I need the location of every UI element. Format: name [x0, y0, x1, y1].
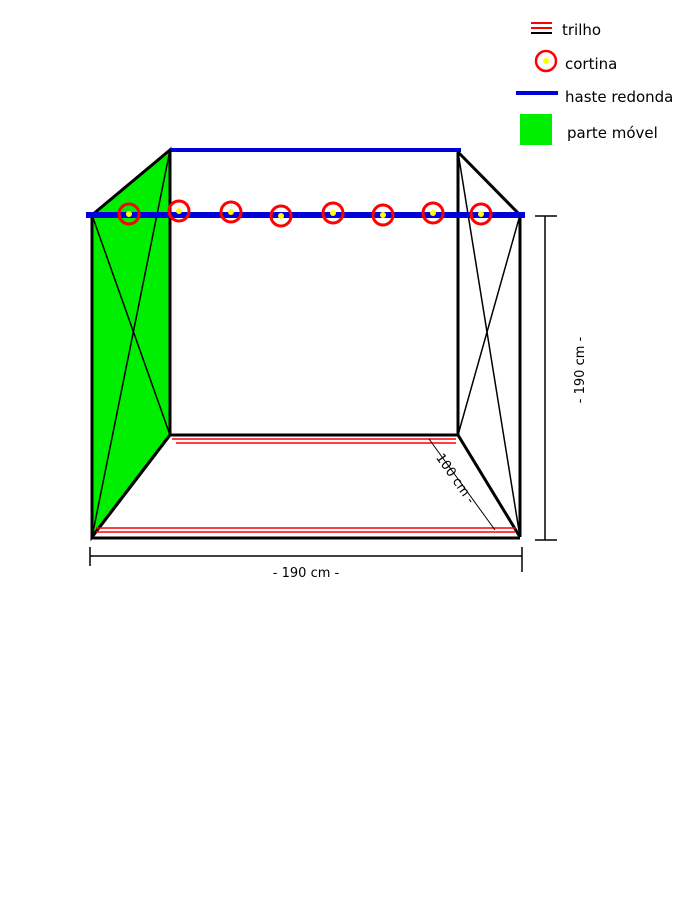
- left-brace-a: [91, 214, 171, 436]
- height-label: - 190 cm -: [573, 336, 588, 403]
- width-label: - 190 cm -: [273, 566, 340, 581]
- legend-label-movable: parte móvel: [567, 124, 658, 142]
- legend-item-movable: parte móvel: [520, 114, 658, 145]
- front-rail: [96, 527, 516, 533]
- depth-label: 100 cm -: [432, 451, 477, 507]
- curtain-ring-4: [269, 204, 293, 228]
- bottom-right-edge: [456, 434, 522, 538]
- curtain-ring-6: [371, 203, 395, 227]
- legend-label-curtain: cortina: [565, 55, 617, 73]
- legend-item-rod: haste redonda: [516, 88, 673, 106]
- curtain-rings: [117, 199, 493, 228]
- dimension-width: - 190 cm -: [89, 547, 523, 581]
- curtain-ring-3: [219, 200, 243, 224]
- back-rail: [172, 438, 456, 444]
- legend-item-rail: trilho: [531, 21, 601, 39]
- legend-label-rod: haste redonda: [565, 88, 673, 106]
- frame-drawing: [86, 146, 525, 542]
- curtain-ring-2: [167, 199, 191, 223]
- movable-part-icon: [520, 114, 552, 145]
- legend: trilho cortina haste redonda parte móvel: [516, 21, 673, 145]
- legend-label-rail: trilho: [562, 21, 601, 39]
- rail-icon: [531, 22, 552, 34]
- right-brace-b: [457, 214, 521, 436]
- dimension-depth: 100 cm -: [428, 438, 496, 531]
- bottom-left-edge: [90, 434, 172, 538]
- curtain-ring-1: [117, 202, 141, 226]
- curtain-ring-icon: [534, 49, 558, 73]
- legend-item-curtain: cortina: [534, 49, 617, 73]
- curtain-ring-5: [321, 201, 345, 225]
- curtain-ring-7: [421, 201, 445, 225]
- top-right-edge: [456, 150, 522, 217]
- dimension-height: - 190 cm -: [535, 215, 588, 541]
- curtain-ring-8: [469, 202, 493, 226]
